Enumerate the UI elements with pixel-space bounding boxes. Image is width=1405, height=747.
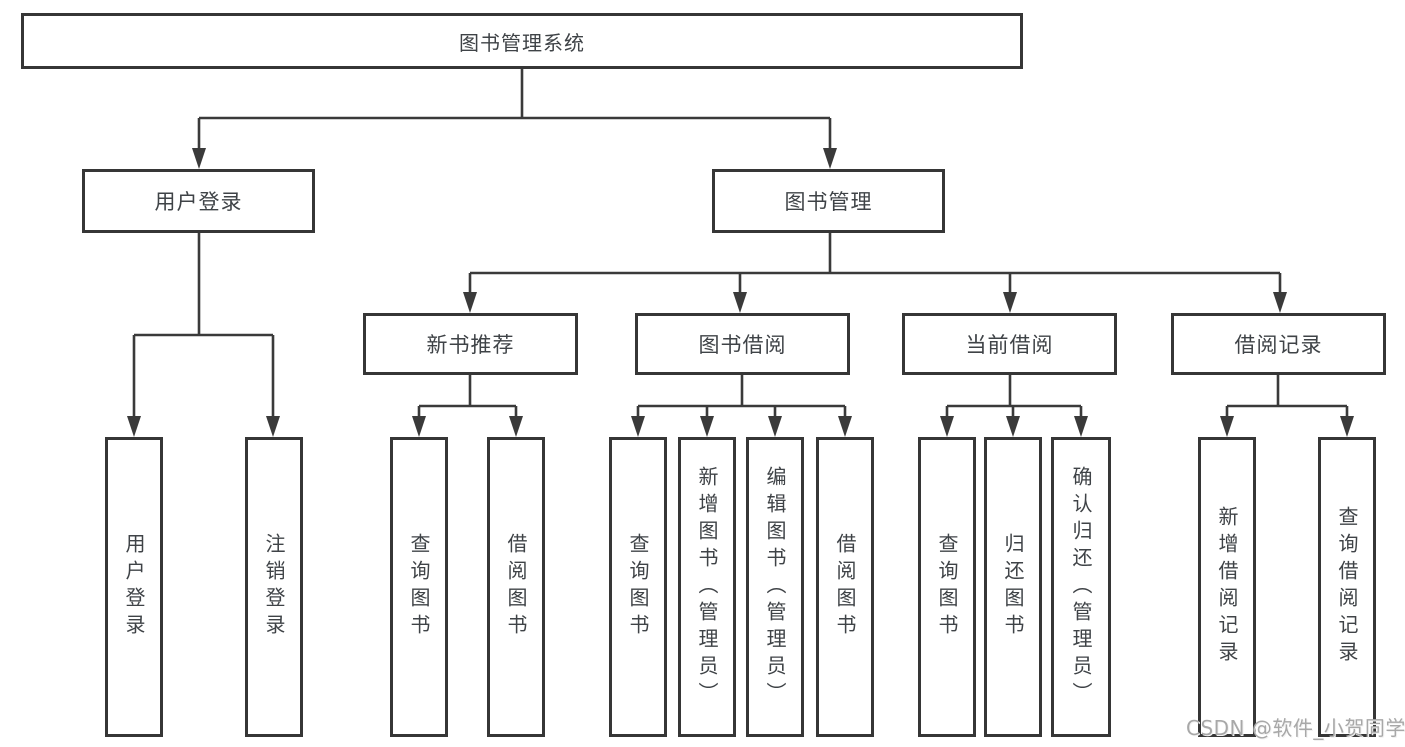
node-label: 查询图书 [935, 533, 959, 641]
leaf-confirm-return-admin: 确认归还（管理员） [1051, 437, 1111, 737]
arrowheads [127, 148, 1354, 437]
node-label: 查询图书 [626, 533, 650, 641]
node-label: 编辑图书（管理员） [763, 465, 787, 709]
leaf-borrow-books-recommend: 借阅图书 [487, 437, 545, 737]
node-label: 当前借阅 [965, 333, 1054, 357]
node-label: 新增借阅记录 [1215, 506, 1239, 668]
node-label: 借阅图书 [504, 533, 528, 641]
node-library-management-system: 图书管理系统 [21, 13, 1023, 69]
node-borrow-records: 借阅记录 [1171, 313, 1386, 375]
leaf-user-login: 用户登录 [105, 437, 163, 737]
node-label: 查询图书 [407, 533, 431, 641]
node-label: 查询借阅记录 [1335, 506, 1359, 668]
leaf-query-borrow-record: 查询借阅记录 [1318, 437, 1376, 737]
node-new-book-recommend: 新书推荐 [363, 313, 578, 375]
node-label: 用户登录 [122, 533, 146, 641]
node-user-login: 用户登录 [82, 169, 315, 233]
node-label: 图书借阅 [698, 333, 787, 357]
node-current-borrow: 当前借阅 [902, 313, 1117, 375]
node-book-borrow: 图书借阅 [635, 313, 850, 375]
node-label: 图书管理系统 [459, 30, 585, 55]
leaf-query-books-borrow: 查询图书 [609, 437, 667, 737]
leaf-query-books-recommend: 查询图书 [390, 437, 448, 737]
leaf-add-books-admin: 新增图书（管理员） [678, 437, 736, 737]
node-label: 注销登录 [262, 533, 286, 641]
leaf-edit-books-admin: 编辑图书（管理员） [746, 437, 804, 737]
node-label: 确认归还（管理员） [1069, 465, 1093, 709]
leaf-query-books-current: 查询图书 [918, 437, 976, 737]
node-label: 用户登录 [154, 190, 243, 214]
leaf-logout: 注销登录 [245, 437, 303, 737]
node-label: 归还图书 [1001, 533, 1025, 641]
watermark: CSDN @软件_小贺同学 [1186, 716, 1405, 740]
node-book-management: 图书管理 [712, 169, 945, 233]
node-label: 借阅记录 [1234, 333, 1323, 357]
node-label: 新书推荐 [426, 333, 515, 357]
leaf-add-borrow-record: 新增借阅记录 [1198, 437, 1256, 737]
node-label: 新增图书（管理员） [695, 465, 719, 709]
node-label: 图书管理 [784, 190, 873, 214]
leaf-borrow-books: 借阅图书 [816, 437, 874, 737]
leaf-return-books: 归还图书 [984, 437, 1042, 737]
node-label: 借阅图书 [833, 533, 857, 641]
